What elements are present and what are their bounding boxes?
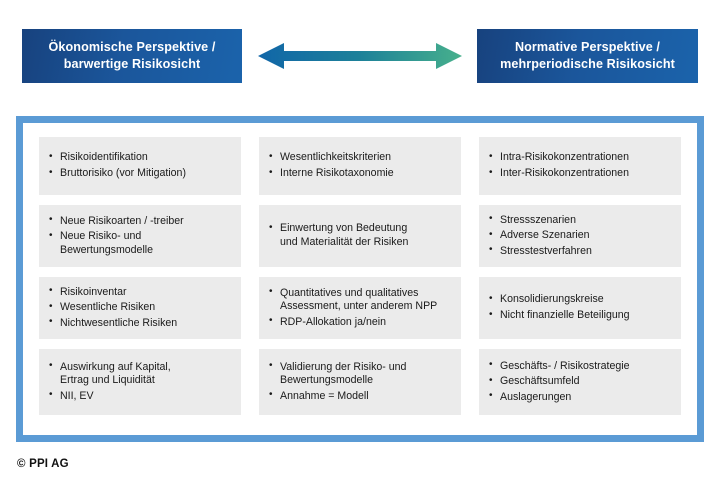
list-item: Validierung der Risiko- und Bewertungsmo… [269, 360, 449, 388]
list-item: Risikoinventar [49, 285, 229, 300]
grid-cell[interactable]: Intra-Risikokonzentrationen Inter-Risiko… [479, 137, 681, 195]
bullet-list: Geschäfts- / Risikostrategie Geschäftsum… [489, 359, 669, 405]
list-item: Geschäftsumfeld [489, 375, 669, 389]
grid-cell[interactable]: Auswirkung auf Kapital, Ertrag und Liqui… [39, 349, 241, 415]
grid-cell[interactable]: Konsolidierungskreise Nicht finanzielle … [479, 277, 681, 339]
list-item: Stressszenarien [489, 213, 669, 228]
list-item: Intra-Risikokonzentrationen [489, 151, 669, 165]
list-item: Konsolidierungskreise [489, 293, 669, 307]
bullet-list: Intra-Risikokonzentrationen Inter-Risiko… [489, 151, 669, 180]
grid-cell[interactable]: Geschäfts- / Risikostrategie Geschäftsum… [479, 349, 681, 415]
list-item: Quantitatives und qualitatives Assessmen… [269, 286, 449, 314]
list-item: Einwertung von Bedeutung und Materialitä… [269, 222, 449, 249]
list-item: RDP-Allokation ja/nein [269, 315, 449, 330]
list-item: Inter-Risikokonzentrationen [489, 167, 669, 181]
header-box-oekonomische-perspektive[interactable]: Ökonomische Perspektive / barwertige Ris… [22, 29, 242, 83]
header-box-left-label: Ökonomische Perspektive / barwertige Ris… [48, 40, 216, 71]
grid-cell[interactable]: Validierung der Risiko- und Bewertungsmo… [259, 349, 461, 415]
bullet-list: Risikoinventar Wesentliche Risiken Nicht… [49, 285, 229, 331]
list-item: Stresstestverfahren [489, 244, 669, 259]
content-frame: Risikoidentifikation Bruttorisiko (vor M… [16, 116, 704, 442]
header-row: Ökonomische Perspektive / barwertige Ris… [0, 0, 720, 100]
list-item: Interne Risikotaxonomie [269, 167, 449, 181]
bullet-list: Neue Risikoarten / -treiber Neue Risiko-… [49, 214, 229, 258]
bullet-list: Risikoidentifikation Bruttorisiko (vor M… [49, 151, 229, 180]
copyright-footer: © PPI AG [17, 458, 69, 470]
grid-cell[interactable]: Stressszenarien Adverse Szenarien Stress… [479, 205, 681, 267]
bullet-list: Validierung der Risiko- und Bewertungsmo… [269, 360, 449, 404]
grid-cell[interactable]: Neue Risikoarten / -treiber Neue Risiko-… [39, 205, 241, 267]
list-item: Neue Risiko- und Bewertungsmodelle [49, 230, 229, 257]
list-item: Wesentlichkeitskriterien [269, 151, 449, 165]
list-item: Auswirkung auf Kapital, Ertrag und Liqui… [49, 360, 229, 388]
grid-cell[interactable]: Wesentlichkeitskriterien Interne Risikot… [259, 137, 461, 195]
header-box-normative-perspektive[interactable]: Normative Perspektive / mehrperiodische … [477, 29, 698, 83]
bullet-list: Stressszenarien Adverse Szenarien Stress… [489, 213, 669, 259]
bullet-list: Auswirkung auf Kapital, Ertrag und Liqui… [49, 360, 229, 404]
bullet-list: Konsolidierungskreise Nicht finanzielle … [489, 293, 669, 322]
bullet-list: Quantitatives und qualitatives Assessmen… [269, 286, 449, 330]
double-headed-arrow-icon [258, 42, 462, 70]
list-item: Neue Risikoarten / -treiber [49, 214, 229, 229]
list-item: Nichtwesentliche Risiken [49, 316, 229, 331]
list-item: Adverse Szenarien [489, 229, 669, 243]
list-item: Auslagerungen [489, 390, 669, 405]
grid-cell[interactable]: Quantitatives und qualitatives Assessmen… [259, 277, 461, 339]
grid-cell[interactable]: Risikoidentifikation Bruttorisiko (vor M… [39, 137, 241, 195]
list-item: NII, EV [49, 389, 229, 404]
list-item: Wesentliche Risiken [49, 301, 229, 315]
list-item: Annahme = Modell [269, 389, 449, 404]
list-item: Risikoidentifikation [49, 151, 229, 165]
grid-cell[interactable]: Risikoinventar Wesentliche Risiken Nicht… [39, 277, 241, 339]
list-item: Bruttorisiko (vor Mitigation) [49, 167, 229, 181]
list-item: Nicht finanzielle Beteiligung [489, 309, 669, 323]
list-item: Geschäfts- / Risikostrategie [489, 359, 669, 374]
grid-cell[interactable]: Einwertung von Bedeutung und Materialitä… [259, 205, 461, 267]
content-grid: Risikoidentifikation Bruttorisiko (vor M… [23, 123, 697, 435]
bullet-list: Wesentlichkeitskriterien Interne Risikot… [269, 151, 449, 180]
header-box-right-label: Normative Perspektive / mehrperiodische … [500, 40, 675, 71]
bullet-list: Einwertung von Bedeutung und Materialitä… [269, 222, 449, 249]
